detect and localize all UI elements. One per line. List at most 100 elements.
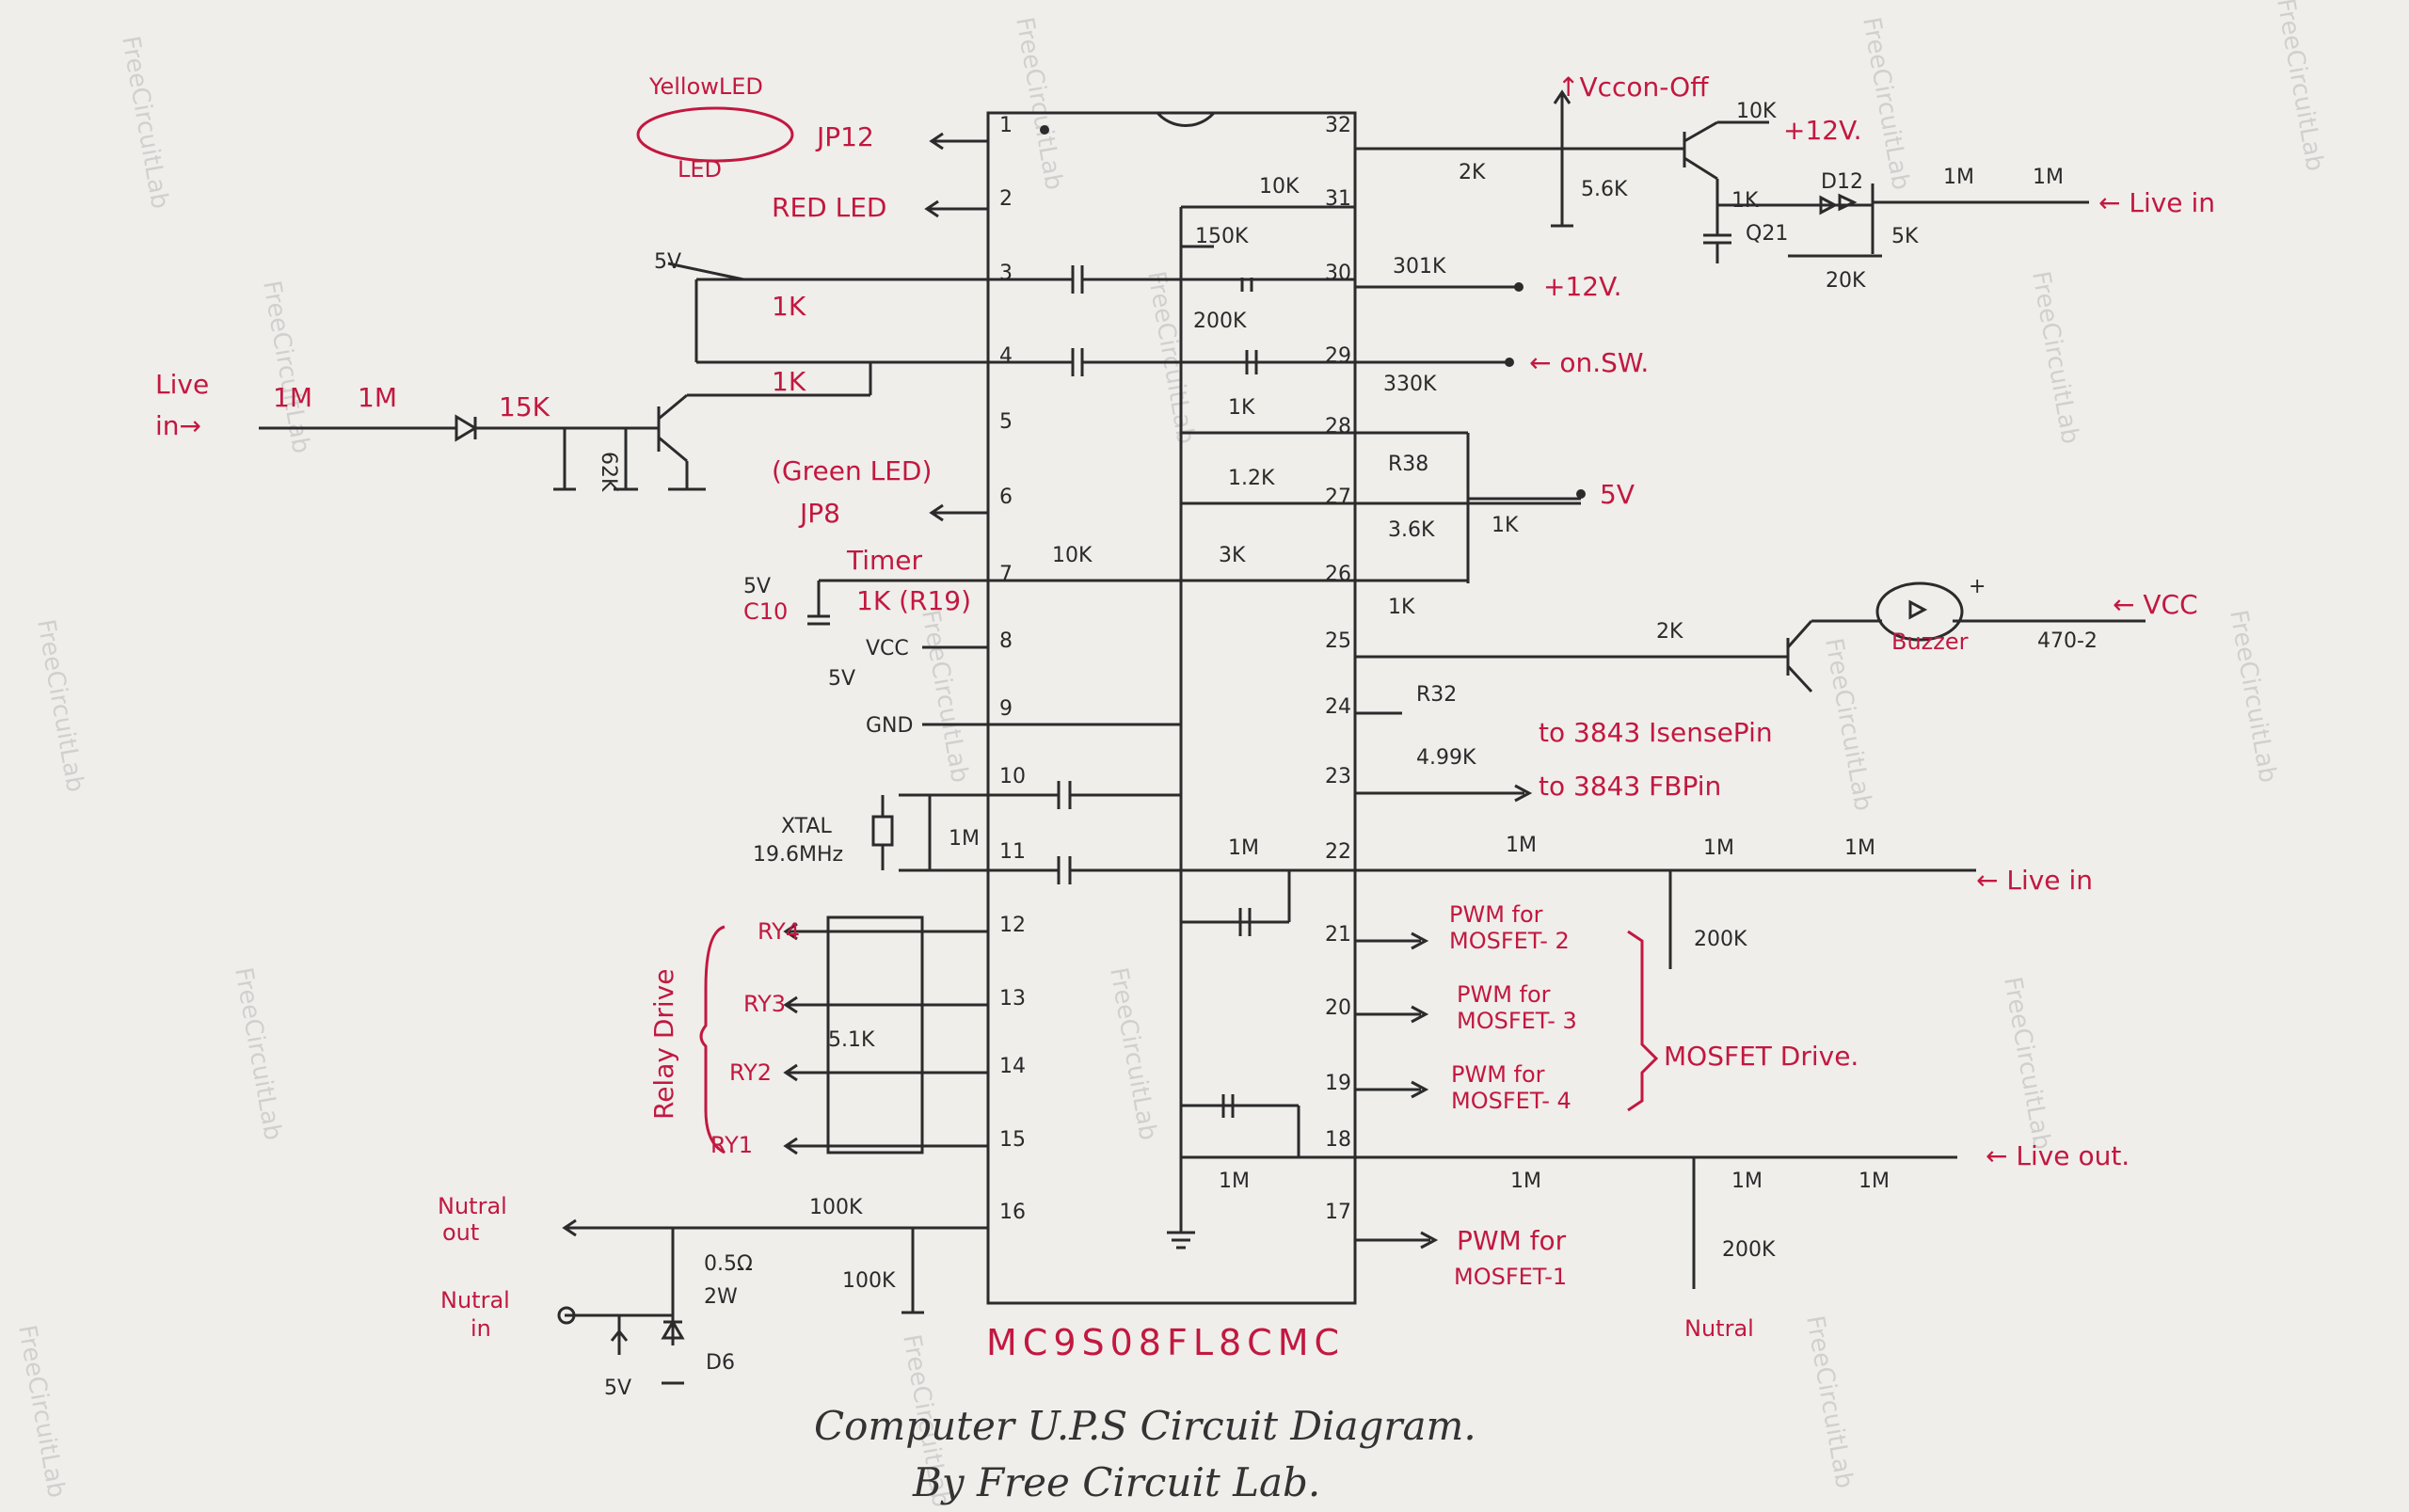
shunt-w-label: 2W [704,1285,738,1309]
r150k: 150K [1195,225,1249,248]
diagram-byline: By Free Circuit Lab. [912,1459,1320,1505]
timer-label: Timer [846,545,923,576]
pin-number: 20 [1325,996,1351,1020]
vcc-label: VCC [866,637,909,661]
diagram-title: Computer U.P.S Circuit Diagram. [814,1403,1476,1449]
isense-label: to 3843 IsensePin [1539,717,1773,748]
v12-a: +12V. [1783,115,1862,146]
r3k: 3K [1219,544,1246,567]
r10k-7: 10K [1052,544,1093,567]
r15k: 15K [499,391,550,422]
r1m-i: 1M [1731,1170,1763,1193]
r100k-a: 100K [809,1196,863,1219]
pin-number: 14 [999,1055,1026,1078]
live-in-b: ← Live in [1976,865,2093,896]
pwm2-line2: MOSFET- 2 [1449,928,1570,954]
r1m-a: 1M [273,382,312,413]
r1k-b: 1K [772,366,806,397]
yellow-led-sub: LED [678,156,722,183]
left-labels: YellowLED LED JP12 RED LED 5V 1K 1K Live… [155,73,980,1400]
yellow-led-label: YellowLED [648,73,763,100]
r1m-18: 1M [1219,1170,1250,1193]
pin-number: 12 [999,914,1026,937]
r19-label: 1K (R19) [856,585,971,616]
r1k-a: 1K [772,291,806,322]
right-wiring [1355,89,2146,1289]
r200k: 200K [1193,310,1247,333]
r2k-b: 2K [1656,620,1683,644]
red-led-label: RED LED [772,192,886,223]
pin-number: 1 [999,114,1013,137]
yellow-led-circle [636,106,794,163]
v5-d6: 5V [604,1377,631,1400]
pin-number: 9 [999,697,1013,721]
xtal-r: 1M [949,827,980,851]
live-in-a: ← Live in [2098,187,2215,218]
mid-wiring [1181,205,1355,1159]
on-sw-label: ← on.SW. [1529,347,1649,378]
r1k-28: 1K [1228,396,1255,420]
r1m-c: 1M [1943,166,1974,189]
nutral-in-label2: in [471,1315,491,1342]
pin-number: 19 [1325,1072,1351,1095]
pin-number: 10 [999,765,1026,788]
v5-right: 5V [1600,479,1635,510]
r1m-e: 1M [1506,834,1537,857]
pin-number: 28 [1325,415,1351,438]
v5-c10: 5V [743,575,771,598]
r32-label: R32 [1416,683,1457,707]
ry1-label: RY1 [710,1132,753,1158]
r499-label: 4.99K [1416,746,1476,770]
r20k: 20K [1826,269,1866,293]
pin-number: 27 [1325,485,1351,509]
pin-number: 5 [999,410,1013,434]
r200k-a: 200K [1694,928,1747,951]
r1k-38: 1K [1492,514,1519,537]
pin-number: 21 [1325,923,1351,947]
pin-number: 22 [1325,840,1351,864]
r10k-top: 10K [1736,100,1777,123]
nutral-in-label: Nutral [440,1287,510,1313]
fbpin-label: to 3843 FBPin [1539,771,1721,802]
live-out-label: ← Live out. [1986,1140,2130,1171]
pwm3-line1: PWM for [1457,981,1551,1008]
pin-number: 32 [1325,114,1351,137]
mid-labels: 10K 150K 200K 1K 1.2K 3K 10K 1M 1M [1052,175,1300,1193]
left-wiring [259,132,1214,1385]
r12k: 1.2K [1228,467,1275,490]
vcc-right: ← VCC [2113,589,2198,620]
pin-number: 16 [999,1201,1026,1224]
relay-drive-label: Relay Drive [648,969,679,1120]
xtal-label: XTAL [781,815,832,838]
r470: 470-2 [2037,629,2098,653]
shunt-label: 0.5Ω [704,1252,753,1276]
v5-b: 5V [828,667,855,691]
pwm4-line1: PWM for [1451,1061,1545,1088]
r38-label: R38 [1388,453,1428,476]
pwm3-line2: MOSFET- 3 [1457,1008,1577,1034]
pin-number: 4 [999,344,1013,368]
title-block: Computer U.P.S Circuit Diagram. By Free … [814,1403,1476,1505]
pwm2-line1: PWM for [1449,901,1543,928]
r10k-31: 10K [1259,175,1300,199]
pin-number: 23 [1325,765,1351,788]
pin-number: 6 [999,485,1013,509]
pin-number: 15 [999,1128,1026,1152]
v5-label: 5V [654,250,681,274]
d12-label: D12 [1821,170,1863,194]
r1m-f: 1M [1703,836,1734,860]
ic-chip: MC9S08FL8CMC [986,111,1357,1363]
r1m-h: 1M [1510,1170,1541,1193]
c10-label: C10 [743,598,788,625]
nutral-out-label2: out [442,1219,479,1246]
right-labels: ↑Vccon-Off 2K 5.6K 10K +12V. 1K Q21 D12 … [1383,72,2215,1342]
ic-outline [986,111,1357,1305]
internal-traces [1167,207,1195,1249]
q21-label: Q21 [1746,222,1788,246]
v12-b: +12V. [1543,271,1622,302]
nutral-label: Nutral [1684,1315,1754,1342]
pin1-dot [1040,125,1049,135]
pin-number: 24 [1325,695,1351,719]
